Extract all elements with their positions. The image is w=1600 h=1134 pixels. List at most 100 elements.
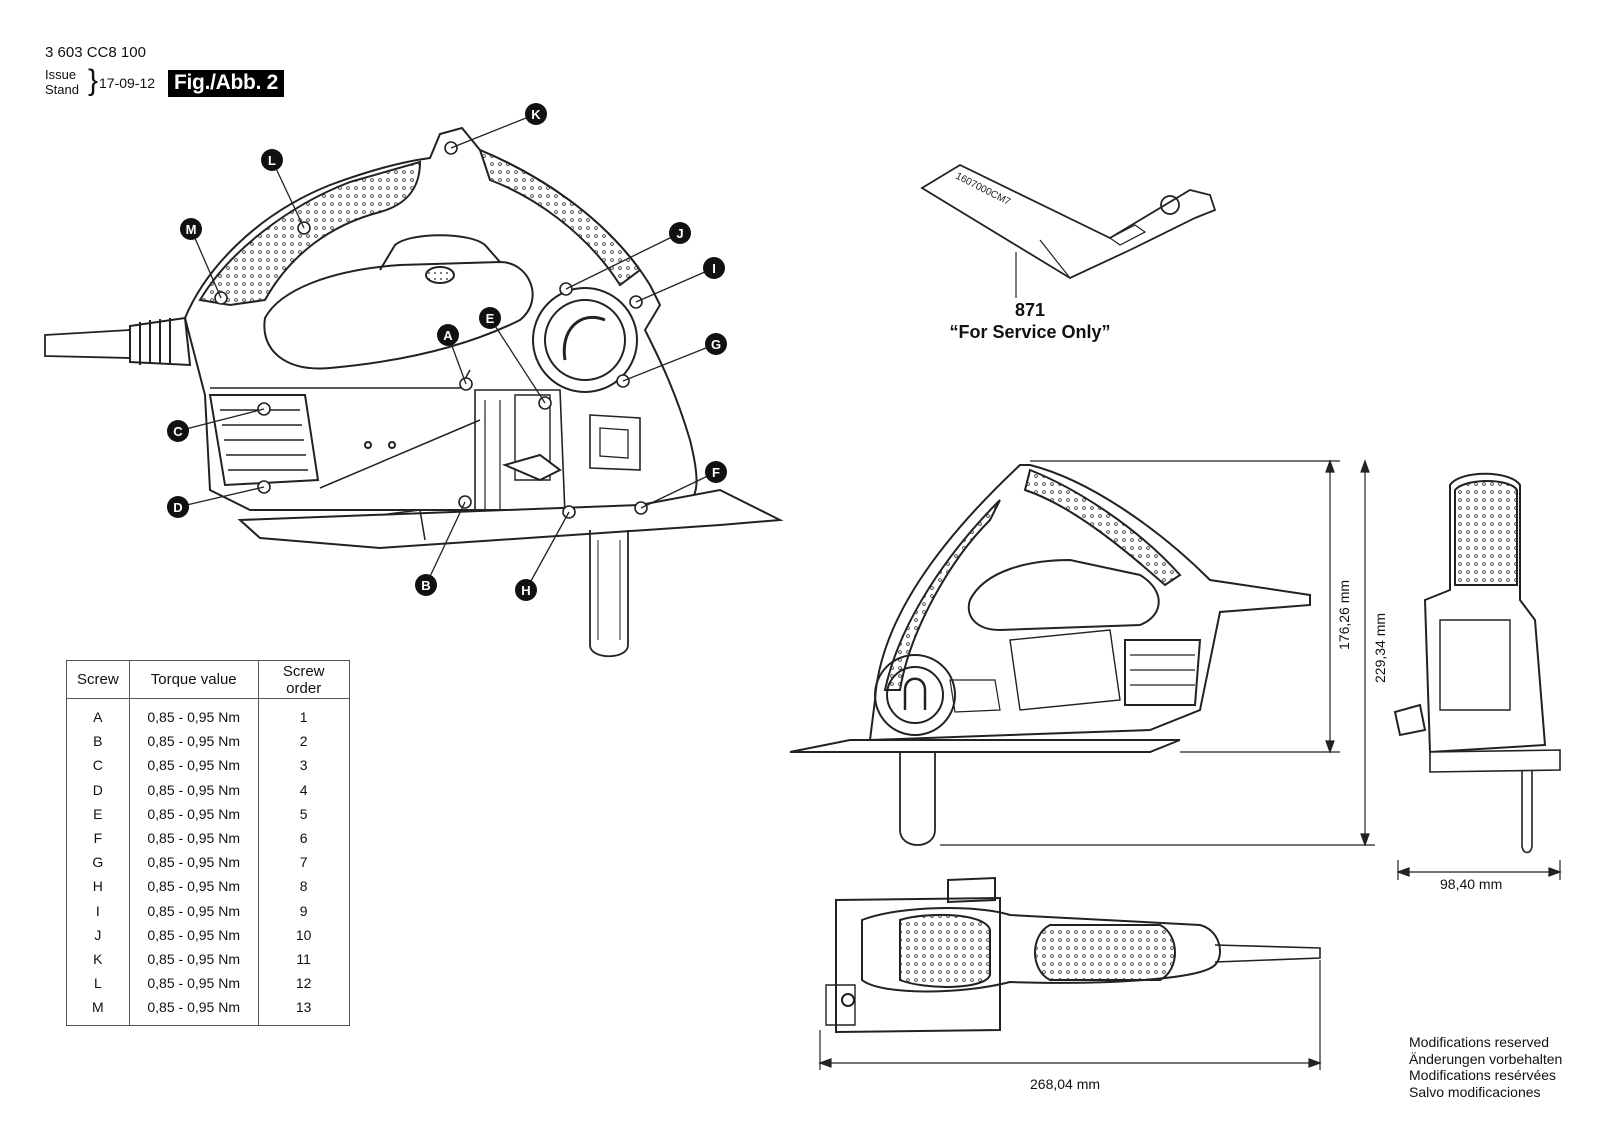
screw-cell: C	[66, 753, 130, 778]
service-part-note: “For Service Only”	[949, 322, 1111, 342]
callout-E: E	[479, 307, 501, 329]
order-cell: 4	[257, 777, 350, 802]
torque-cell: 0,85 - 0,95 Nm	[128, 825, 259, 851]
service-part-number: 871	[1014, 300, 1046, 320]
stand-label: Stand	[45, 82, 79, 97]
service-tool-871: 1607000CM7	[920, 163, 1217, 298]
order-cell: 1	[257, 698, 350, 730]
top-view	[825, 876, 1321, 1034]
screw-cell: G	[66, 850, 130, 875]
callout-F: F	[705, 461, 727, 483]
modifications-en: Modifications reserved	[1409, 1034, 1550, 1050]
issue-date: 17-09-12	[99, 75, 156, 91]
right-side-view	[789, 464, 1311, 846]
svg-text:E: E	[486, 311, 495, 326]
callout-B: B	[415, 574, 437, 596]
torque-cell: 0,85 - 0,95 Nm	[128, 850, 259, 875]
header-screw-order: Screw order	[257, 660, 350, 699]
header-torque-value: Torque value	[128, 660, 259, 699]
screw-cell: I	[66, 898, 130, 923]
callout-D: D	[167, 496, 189, 518]
screw-cell: E	[66, 801, 130, 826]
torque-cell: 0,85 - 0,95 Nm	[128, 777, 259, 802]
svg-text:K: K	[531, 107, 541, 122]
modifications-es: Salvo modificaciones	[1409, 1083, 1541, 1100]
callout-A: A	[437, 324, 459, 346]
header-screw: Screw	[66, 660, 130, 699]
callout-labels: K L M J I A E G C F D B H	[167, 103, 727, 601]
torque-cell: 0,85 - 0,95 Nm	[128, 698, 259, 730]
screw-cell: K	[66, 946, 130, 972]
brace-glyph: }	[88, 64, 99, 97]
issue-label: Issue	[45, 67, 77, 82]
torque-cell: 0,85 - 0,95 Nm	[128, 874, 259, 899]
screw-cell: M	[66, 995, 130, 1027]
screw-cell: L	[66, 971, 130, 996]
rear-view	[1393, 472, 1561, 854]
modifications-de: Änderungen vorbehalten	[1409, 1050, 1563, 1067]
torque-cell: 0,85 - 0,95 Nm	[128, 971, 259, 996]
callout-L: L	[261, 149, 283, 171]
dimension-lines	[818, 459, 1562, 1070]
callout-K: K	[525, 103, 547, 125]
svg-text:H: H	[521, 583, 530, 598]
svg-text:M: M	[186, 222, 197, 237]
figure-label: Fig./Abb. 2	[168, 70, 285, 97]
order-cell: 6	[257, 825, 350, 851]
svg-text:F: F	[712, 465, 720, 480]
order-cell: 9	[257, 898, 350, 923]
svg-text:L: L	[268, 153, 276, 168]
screw-cell: D	[66, 777, 130, 802]
torque-cell: 0,85 - 0,95 Nm	[128, 946, 259, 972]
document-number: 3 603 CC8 100	[45, 44, 146, 61]
svg-text:I: I	[712, 261, 716, 276]
svg-text:D: D	[173, 500, 182, 515]
callout-leaders	[177, 113, 717, 591]
dimension-width: 98,40 mm	[1440, 876, 1503, 892]
callout-C: C	[167, 420, 189, 442]
svg-text:A: A	[443, 328, 453, 343]
svg-text:J: J	[676, 226, 683, 241]
torque-table-header: Screw Torque value Screw order	[66, 660, 350, 699]
modifications-note: Modifications reserved Änderungen vorbeh…	[1409, 1034, 1562, 1100]
svg-text:G: G	[711, 337, 721, 352]
screw-cell: F	[66, 825, 130, 851]
callout-I: I	[703, 257, 725, 279]
screw-cell: A	[66, 698, 130, 730]
issue-stand-label: Issue Stand	[45, 67, 79, 97]
callout-J: J	[669, 222, 691, 244]
callout-M: M	[180, 218, 202, 240]
screw-markers	[214, 141, 648, 519]
order-cell: 11	[257, 946, 350, 972]
svg-text:C: C	[173, 424, 183, 439]
order-cell: 7	[257, 850, 350, 875]
torque-cell: 0,85 - 0,95 Nm	[128, 801, 259, 826]
modifications-fr: Modifications resérvées	[1409, 1067, 1557, 1083]
order-cell: 8	[257, 874, 350, 899]
svg-text:B: B	[421, 578, 430, 593]
order-cell: 10	[257, 922, 350, 947]
order-cell: 5	[257, 801, 350, 826]
screw-cell: H	[66, 874, 130, 899]
torque-cell: 0,85 - 0,95 Nm	[128, 922, 259, 947]
callout-H: H	[515, 579, 537, 601]
order-cell: 12	[257, 971, 350, 996]
callout-G: G	[705, 333, 727, 355]
dimension-height-total: 229,34 mm	[1372, 612, 1388, 683]
torque-cell: 0,85 - 0,95 Nm	[128, 898, 259, 923]
torque-cell: 0,85 - 0,95 Nm	[128, 753, 259, 778]
